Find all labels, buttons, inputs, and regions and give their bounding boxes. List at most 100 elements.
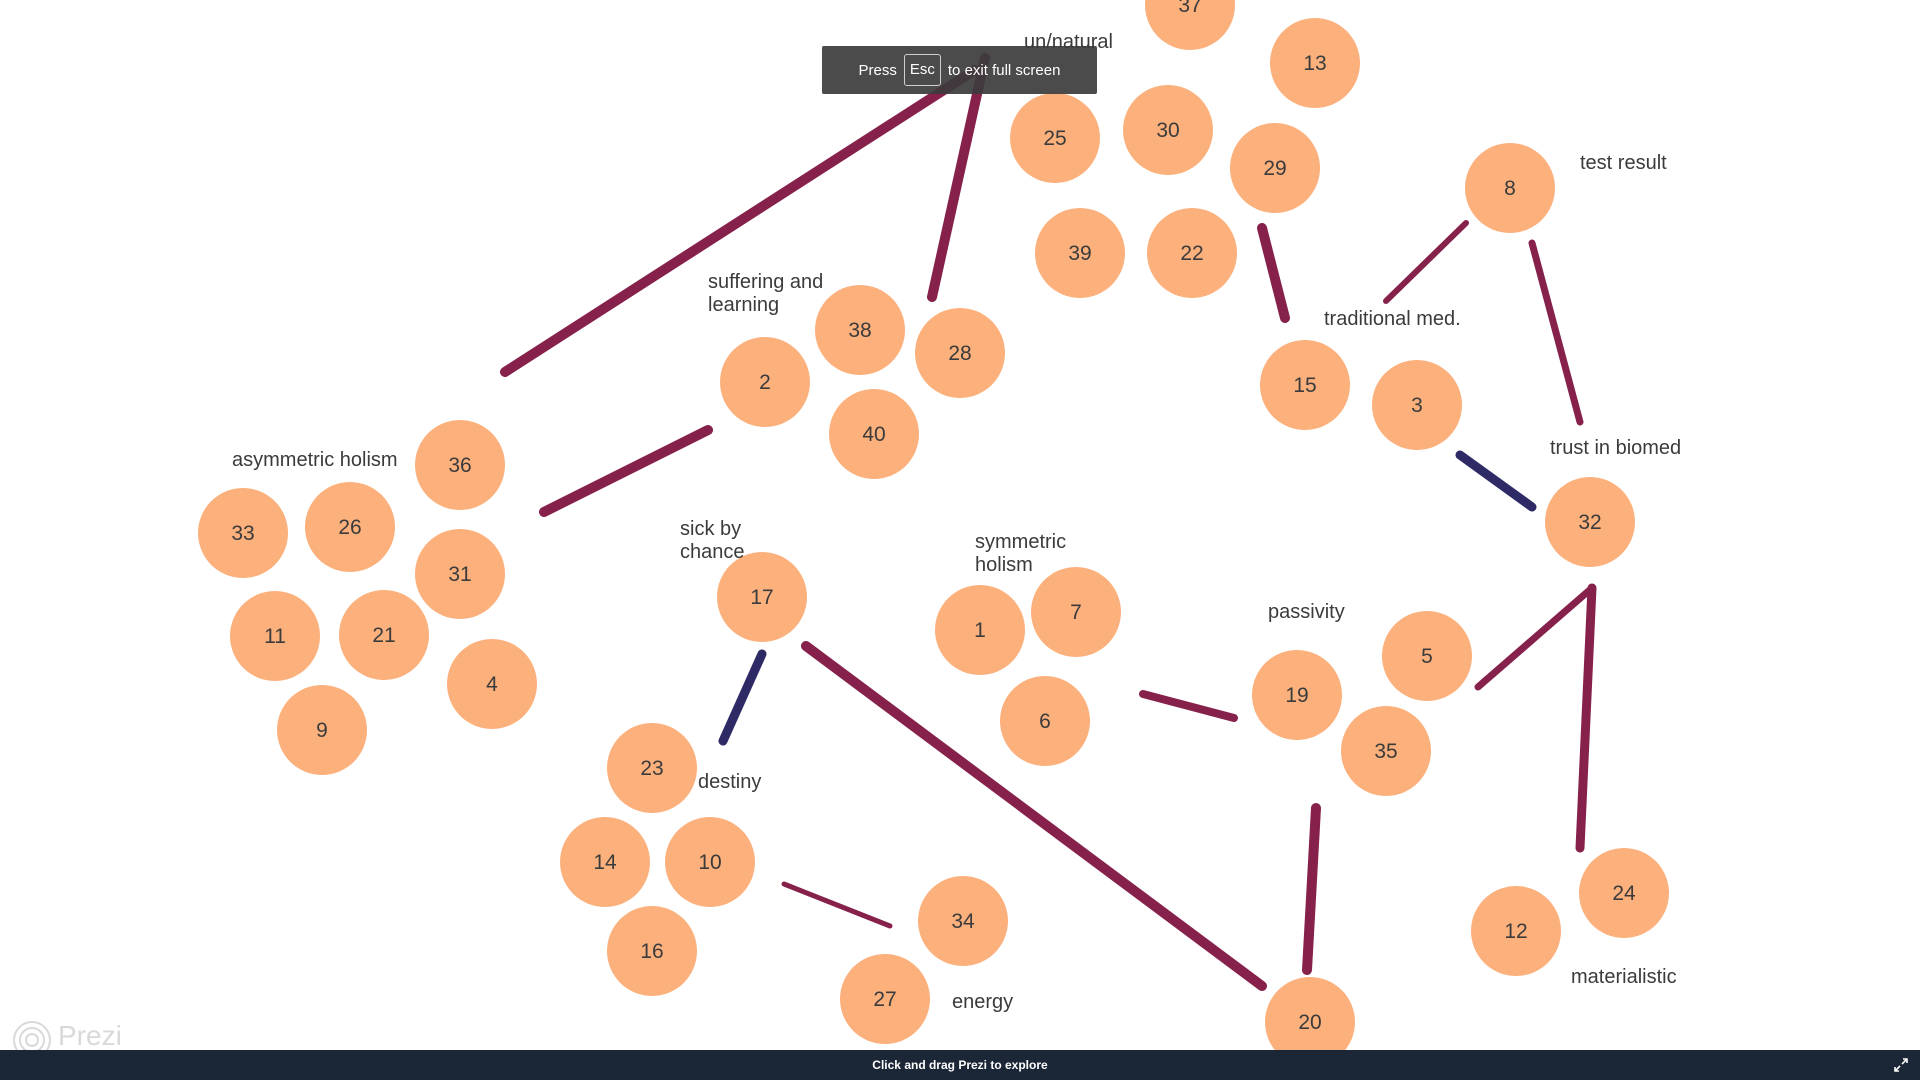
group-label-passivity: passivity <box>1268 601 1345 623</box>
node-number: 27 <box>873 988 896 1011</box>
node-circle[interactable] <box>1372 360 1462 450</box>
node-33[interactable]: 33 <box>198 488 288 578</box>
node-9[interactable]: 9 <box>277 685 367 775</box>
node-circle[interactable] <box>720 337 810 427</box>
node-8[interactable]: 8 <box>1465 143 1555 233</box>
node-7[interactable]: 7 <box>1031 567 1121 657</box>
node-circle[interactable] <box>230 591 320 681</box>
node-12[interactable]: 12 <box>1471 886 1561 976</box>
node-10[interactable]: 10 <box>665 817 755 907</box>
node-circle[interactable] <box>1123 85 1213 175</box>
node-number: 23 <box>640 757 663 780</box>
node-31[interactable]: 31 <box>415 529 505 619</box>
node-39[interactable]: 39 <box>1035 208 1125 298</box>
node-27[interactable]: 27 <box>840 954 930 1044</box>
node-13[interactable]: 13 <box>1270 18 1360 108</box>
node-32[interactable]: 32 <box>1545 477 1635 567</box>
node-circle[interactable] <box>1265 977 1355 1050</box>
node-circle[interactable] <box>915 308 1005 398</box>
node-number: 1 <box>974 619 986 642</box>
node-16[interactable]: 16 <box>607 906 697 996</box>
node-circle[interactable] <box>1270 18 1360 108</box>
group-label-symmetric: holism <box>975 554 1033 576</box>
node-circle[interactable] <box>1145 0 1235 50</box>
node-30[interactable]: 30 <box>1123 85 1213 175</box>
node-number: 32 <box>1578 511 1601 534</box>
node-circle[interactable] <box>277 685 367 775</box>
node-20[interactable]: 20 <box>1265 977 1355 1050</box>
node-circle[interactable] <box>607 723 697 813</box>
node-circle[interactable] <box>447 639 537 729</box>
node-21[interactable]: 21 <box>339 590 429 680</box>
node-40[interactable]: 40 <box>829 389 919 479</box>
node-19[interactable]: 19 <box>1252 650 1342 740</box>
node-circle[interactable] <box>339 590 429 680</box>
exit-fullscreen-icon[interactable] <box>1892 1056 1910 1074</box>
node-3[interactable]: 3 <box>1372 360 1462 450</box>
node-circle[interactable] <box>1382 611 1472 701</box>
bottom-bar: Click and drag Prezi to explore <box>0 1050 1920 1080</box>
node-37[interactable]: 37 <box>1145 0 1235 50</box>
prezi-logo: Prezi <box>10 1018 122 1054</box>
node-5[interactable]: 5 <box>1382 611 1472 701</box>
node-circle[interactable] <box>1031 567 1121 657</box>
node-circle[interactable] <box>815 285 905 375</box>
node-17[interactable]: 17 <box>717 552 807 642</box>
node-36[interactable]: 36 <box>415 420 505 510</box>
node-29[interactable]: 29 <box>1230 123 1320 213</box>
node-26[interactable]: 26 <box>305 482 395 572</box>
node-number: 3 <box>1411 394 1423 417</box>
node-4[interactable]: 4 <box>447 639 537 729</box>
node-number: 7 <box>1070 601 1082 624</box>
node-circle[interactable] <box>415 420 505 510</box>
node-circle[interactable] <box>415 529 505 619</box>
node-number: 15 <box>1293 374 1316 397</box>
node-2[interactable]: 2 <box>720 337 810 427</box>
node-6[interactable]: 6 <box>1000 676 1090 766</box>
node-23[interactable]: 23 <box>607 723 697 813</box>
node-circle[interactable] <box>607 906 697 996</box>
node-circle[interactable] <box>1465 143 1555 233</box>
node-circle[interactable] <box>935 585 1025 675</box>
node-24[interactable]: 24 <box>1579 848 1669 938</box>
node-1[interactable]: 1 <box>935 585 1025 675</box>
node-circle[interactable] <box>1471 886 1561 976</box>
node-circle[interactable] <box>918 876 1008 966</box>
node-circle[interactable] <box>840 954 930 1044</box>
node-circle[interactable] <box>1010 93 1100 183</box>
node-circle[interactable] <box>198 488 288 578</box>
node-circle[interactable] <box>1230 123 1320 213</box>
node-28[interactable]: 28 <box>915 308 1005 398</box>
node-15[interactable]: 15 <box>1260 340 1350 430</box>
node-22[interactable]: 22 <box>1147 208 1237 298</box>
node-circle[interactable] <box>1000 676 1090 766</box>
node-number: 19 <box>1285 684 1308 707</box>
node-circle[interactable] <box>829 389 919 479</box>
node-14[interactable]: 14 <box>560 817 650 907</box>
node-number: 38 <box>848 319 871 342</box>
node-circle[interactable] <box>1035 208 1125 298</box>
node-number: 39 <box>1068 242 1091 265</box>
node-34[interactable]: 34 <box>918 876 1008 966</box>
node-circle[interactable] <box>1579 848 1669 938</box>
node-number: 31 <box>448 563 471 586</box>
node-35[interactable]: 35 <box>1341 706 1431 796</box>
prezi-logo-icon <box>13 1021 51 1054</box>
node-25[interactable]: 25 <box>1010 93 1100 183</box>
node-circle[interactable] <box>305 482 395 572</box>
node-circle[interactable] <box>1545 477 1635 567</box>
node-circle[interactable] <box>1260 340 1350 430</box>
node-circle[interactable] <box>1341 706 1431 796</box>
node-11[interactable]: 11 <box>230 591 320 681</box>
node-circle[interactable] <box>1147 208 1237 298</box>
node-38[interactable]: 38 <box>815 285 905 375</box>
node-circle[interactable] <box>1252 650 1342 740</box>
esc-key: Esc <box>903 54 941 86</box>
node-circle[interactable] <box>717 552 807 642</box>
node-circle[interactable] <box>560 817 650 907</box>
node-number: 21 <box>372 624 395 647</box>
node-circle[interactable] <box>665 817 755 907</box>
node-number: 40 <box>862 423 885 446</box>
